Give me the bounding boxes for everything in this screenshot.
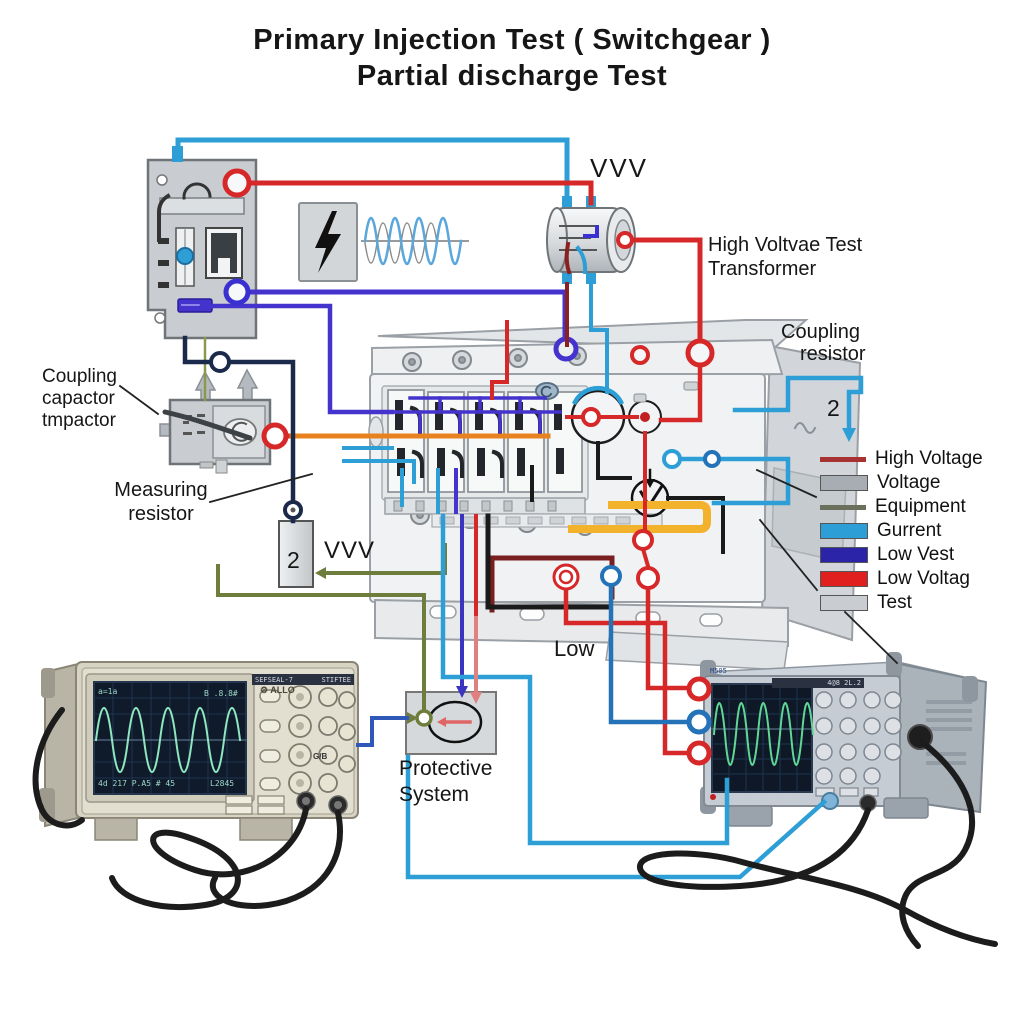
scope-left-screen-tl: a=1a	[98, 687, 118, 696]
scope-left-header-strip: SEFSEAL-7 STIFTEE	[252, 674, 354, 685]
protective-system-line: Protective	[399, 757, 493, 780]
legend: High Voltage Voltage Equipment Gurrent L…	[820, 447, 983, 615]
scope-left-screen-br: L2845	[210, 779, 235, 788]
scope-logo-icon: ⚙	[260, 685, 269, 695]
coupling-resistor-label: Coupling	[781, 321, 860, 343]
waveform-right	[712, 702, 815, 766]
hv-transformer	[546, 196, 636, 284]
oscilloscope-right	[700, 652, 988, 827]
legend-item-current: Gurrent	[820, 519, 983, 543]
legend-swatch-current	[820, 523, 868, 539]
hv-transformer-label: High Voltvae Test	[708, 234, 863, 256]
scope-link-wire	[356, 716, 409, 747]
legend-item-equipment: Equipment	[820, 495, 983, 519]
legend-item-test: Test	[820, 591, 983, 615]
legend-label: High Voltage	[875, 448, 983, 469]
divider-tag: VVV	[324, 537, 376, 564]
waveform-left	[94, 707, 242, 773]
transformer-tag: VVV	[590, 153, 649, 183]
low-label: Low	[554, 636, 595, 661]
legend-label: Low Vest	[877, 544, 955, 565]
legend-item-low-voltag: Low Voltag	[820, 567, 983, 591]
lv-blue-wire	[608, 582, 691, 725]
page-title-line1: Primary Injection Test ( Switchgear )	[253, 24, 771, 56]
coupling-resistor-number: 2	[827, 395, 840, 421]
legend-swatch-low-vest	[820, 547, 868, 563]
coupling-capacitor-device	[159, 368, 272, 474]
blue-screw-icon	[176, 247, 194, 265]
surge-source-box	[298, 202, 358, 282]
sine-waveform	[361, 217, 469, 265]
current-wires	[175, 137, 864, 880]
terminal-rings	[222, 168, 715, 766]
knob-icons	[288, 685, 356, 795]
scope-left-screen-bl: 4d 217 P.A5 # 45	[98, 779, 176, 788]
divider-box-number: 2	[287, 547, 300, 573]
amber-bus-wire	[568, 501, 711, 533]
scope-left-brand: ⚙ ALLO	[260, 685, 295, 696]
measuring-resistor-line: Measuring	[114, 479, 208, 501]
scope-left-header-right: STIFTEE	[321, 675, 351, 684]
scope-left-brand-text: ALLO	[270, 685, 295, 695]
protective-system-line: System	[399, 783, 470, 806]
oscilloscope-left	[39, 661, 359, 841]
legend-swatch-test	[820, 595, 868, 611]
knob-icons	[815, 691, 902, 785]
hv-transformer-label: Transformer	[708, 258, 817, 280]
legend-label: Test	[877, 592, 912, 613]
legend-label: Equipment	[875, 496, 966, 517]
measuring-resistor-line: resistor	[128, 503, 194, 525]
probe-cables	[32, 707, 998, 949]
coupling-resistor-label: resistor	[800, 343, 866, 365]
scope-left-header: SEFSEAL-7	[255, 675, 293, 684]
legend-swatch-equipment	[820, 504, 866, 510]
scope-left-port-label: G/B	[313, 752, 328, 761]
scope-right-brand: M505	[710, 667, 727, 675]
pointer-lines	[118, 384, 899, 665]
legend-item-voltage: Voltage	[820, 471, 983, 495]
legend-label: Gurrent	[877, 520, 942, 541]
scope-right-header: 4@8 2L.2	[827, 679, 861, 687]
scope-right-header-strip: 4@8 2L.2	[772, 678, 864, 688]
transformer-hv-terminal	[616, 231, 634, 249]
breaker-modules	[387, 389, 583, 493]
legend-swatch-low-voltag	[820, 571, 868, 587]
legend-swatch-high-voltage	[820, 456, 866, 462]
legend-item-low-vest: Low Vest	[820, 543, 983, 567]
legend-item-high-voltage: High Voltage	[820, 447, 983, 471]
coupling-capacitor-line: Coupling	[42, 366, 117, 387]
legend-swatch-voltage	[820, 475, 868, 491]
scope-left-screen-tr: B .8.8#	[204, 689, 238, 698]
coupling-capacitor-line: tmpactor	[42, 410, 116, 431]
page-title-line2: Partial discharge Test	[356, 60, 668, 92]
protective-system-box	[405, 691, 497, 755]
legend-label: Low Voltag	[877, 568, 970, 589]
legend-label: Voltage	[877, 472, 941, 493]
lightning-icon	[315, 211, 341, 273]
hv-wires	[246, 180, 703, 756]
divider-box	[278, 520, 314, 588]
coupling-capacitor-line: capactor	[42, 388, 115, 409]
